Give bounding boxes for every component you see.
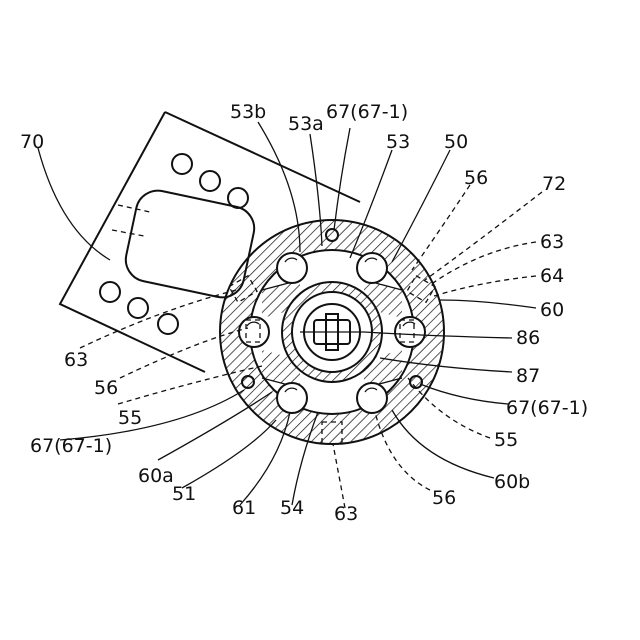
- label-50: 50: [444, 131, 468, 153]
- label-60a: 60a: [138, 465, 174, 487]
- label-55-left: 55: [118, 407, 142, 429]
- label-67-left: 67(67-1): [30, 435, 112, 457]
- label-51: 51: [172, 483, 196, 505]
- label-63-bottom: 63: [334, 503, 358, 525]
- label-60b: 60b: [494, 471, 530, 493]
- label-70: 70: [20, 131, 44, 153]
- label-87: 87: [516, 365, 540, 387]
- label-55-right: 55: [494, 429, 518, 451]
- label-72: 72: [542, 173, 566, 195]
- label-56-bottom: 56: [432, 487, 456, 509]
- label-67-right: 67(67-1): [506, 397, 588, 419]
- label-86: 86: [516, 327, 540, 349]
- label-60: 60: [540, 299, 564, 321]
- label-53: 53: [386, 131, 410, 153]
- label-56-left: 56: [94, 377, 118, 399]
- label-54: 54: [280, 497, 304, 519]
- label-53a: 53a: [288, 113, 324, 135]
- label-63-left: 63: [64, 349, 88, 371]
- label-53b: 53b: [230, 101, 266, 123]
- label-67-top: 67(67-1): [326, 101, 408, 123]
- label-56-top: 56: [464, 167, 488, 189]
- label-64: 64: [540, 265, 564, 287]
- label-61: 61: [232, 497, 256, 519]
- label-63-right: 63: [540, 231, 564, 253]
